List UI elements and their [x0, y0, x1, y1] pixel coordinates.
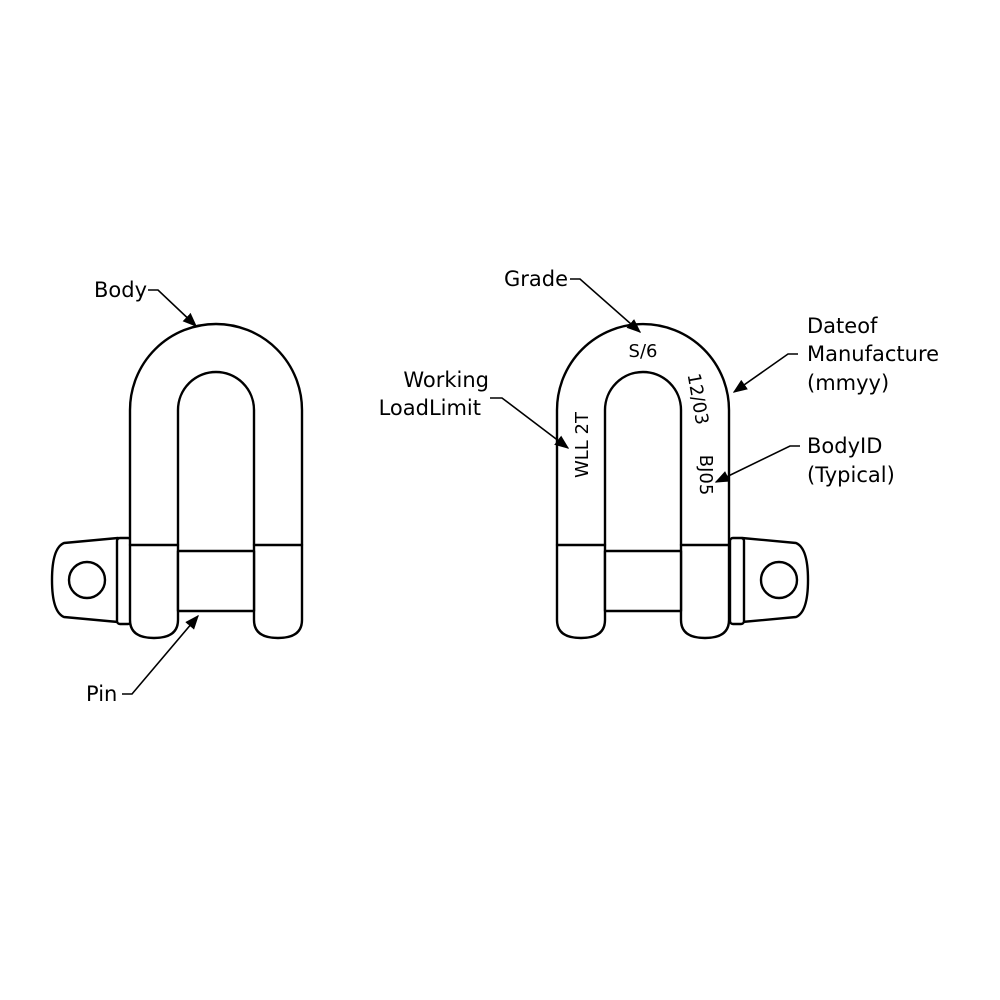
wll-label-line-1: Working [403, 368, 489, 392]
right-eye-hole [759, 560, 799, 600]
date-label-line-2: Manufacture [807, 342, 939, 366]
right-pin [603, 549, 683, 613]
left-eye-hole [67, 560, 107, 600]
wll-leader [490, 397, 570, 449]
wll-marking: WLL 2T [572, 411, 593, 478]
right-eye-lug [740, 536, 810, 624]
pin-leader [122, 614, 199, 695]
body-id-label-line-2: (Typical) [807, 463, 895, 487]
left-pin [176, 549, 256, 613]
left-eye-lug [50, 536, 120, 624]
body-id-leader [714, 445, 800, 483]
left-body [128, 322, 304, 640]
pin-label: Pin [86, 682, 117, 706]
date-label-line-1: Dateof [807, 314, 878, 338]
wll-label-line-2: LoadLimit [379, 396, 481, 420]
date-label-line-3: (mmyy) [807, 371, 889, 395]
grade-leader [570, 278, 642, 333]
date-leader [732, 353, 798, 393]
body-leader [148, 289, 198, 327]
body-id-marking: BJ05 [695, 455, 716, 496]
body-label: Body [94, 278, 147, 302]
body-id-label-line-1: BodyID [807, 434, 882, 458]
right-pin-collar [728, 536, 746, 626]
right-shackle: S/6 WLL 2T 12/03 BJ05 [555, 322, 810, 640]
grade-label: Grade [504, 267, 568, 291]
grade-marking: S/6 [629, 341, 658, 362]
left-shackle [50, 322, 304, 640]
